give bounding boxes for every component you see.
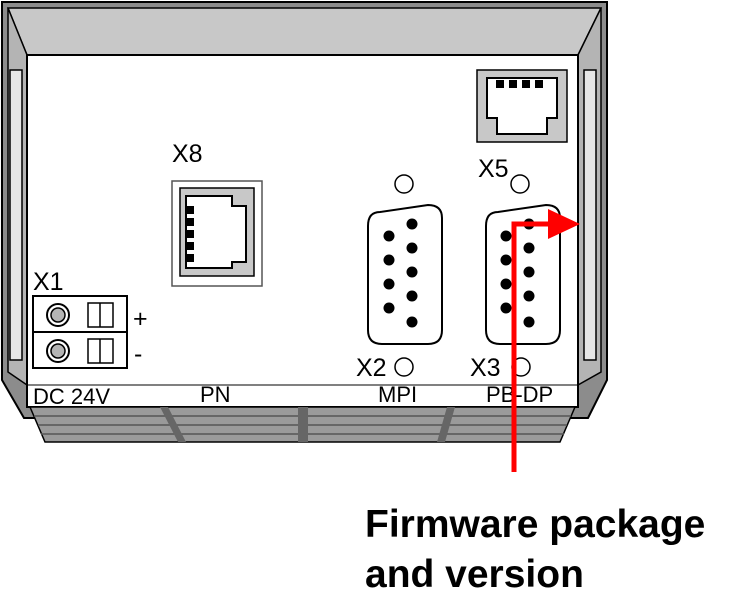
x5-led [510, 174, 530, 194]
minus-label: - [134, 340, 142, 368]
caption-line-1: Firmware package [365, 503, 706, 546]
mpi-label: MPI [378, 382, 417, 407]
caption-line-2: and version [365, 553, 584, 596]
x2-led [394, 357, 414, 377]
x2-label: X2 [356, 354, 387, 382]
firmware-caption: Firmware package and version [365, 500, 737, 600]
x8-ethernet-port [171, 180, 263, 287]
x5-label: X5 [478, 155, 509, 183]
mpi-led-top [394, 174, 414, 194]
base-notch-1 [160, 407, 186, 442]
firmware-pointer-arrow [511, 209, 580, 472]
x8-label: X8 [172, 140, 203, 168]
x5-ethernet-port [476, 69, 568, 143]
left-slot [9, 69, 23, 361]
pn-label: PN [200, 382, 231, 407]
x2-mpi-connector [367, 203, 443, 345]
x1-label: X1 [33, 268, 64, 296]
dc-24v-label: DC 24V [33, 384, 110, 409]
x3-label: X3 [470, 354, 501, 382]
base-notch-3 [437, 407, 455, 442]
right-slot [583, 69, 597, 361]
x1-power-terminal [32, 295, 128, 369]
plus-label: + [133, 305, 148, 333]
pbdp-label: PB-DP [486, 382, 553, 407]
x3-pbdp-connector [485, 203, 561, 345]
housing-top-bevel [6, 7, 603, 56]
base-notch-2 [298, 407, 308, 442]
